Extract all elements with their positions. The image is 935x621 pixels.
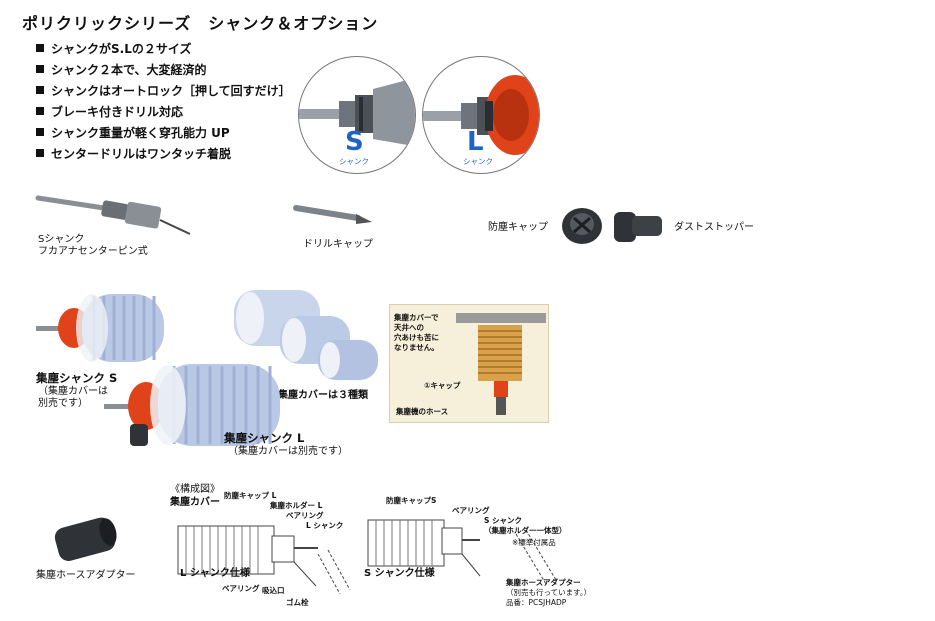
s-shank-badge: S シャンク — [298, 56, 416, 174]
diagram-l-caption: L シャンク仕様 — [180, 568, 250, 579]
diagram-s-bearing-label: ベアリング — [452, 506, 490, 515]
s-shank-type-label: フカアナセンターピン式 — [38, 246, 148, 257]
bullet-square-icon — [36, 149, 44, 157]
feature-item: シャンク重量が軽く穿孔能力 UP — [36, 124, 291, 145]
diagram-l-bearing-label: ベアリング — [286, 511, 324, 520]
dust-stopper-illustration — [614, 212, 662, 242]
diagram-l-holder-label: 集塵ホルダー L — [270, 501, 323, 510]
s-shank-label: Sシャンク — [38, 234, 85, 245]
l-shank-illustration — [423, 75, 539, 155]
drill-cap-illustration — [293, 205, 372, 224]
diagram-s-part-number: 品番：PCSJHADP — [506, 598, 567, 607]
s-shank-illustration — [299, 78, 415, 147]
diagram-s-shank-sub-label: （集塵ホルダー一体型） — [484, 526, 567, 535]
ceiling-illustration — [456, 313, 546, 415]
panel-cap-label: ①キャップ — [424, 381, 461, 390]
drill-cap-label: ドリルキャップ — [303, 239, 373, 250]
diagram-s-shank-label: S シャンク — [484, 516, 523, 525]
dust-stopper-label: ダストストッパー — [674, 222, 754, 233]
dust-shank-s-illustration — [36, 294, 164, 362]
dust-cap-label: 防塵キャップ — [488, 222, 548, 233]
feature-item: センタードリルはワンタッチ着脱 — [36, 145, 291, 166]
feature-list: シャンクがS.Lの２サイズ シャンク２本で、大変経済的 シャンクはオートロック［… — [36, 40, 291, 166]
diagram-heading: 《構成図》 — [170, 484, 220, 495]
panel-hose-label: 集塵機のホース — [396, 407, 449, 416]
s-shank-pin-illustration — [35, 195, 191, 235]
bullet-square-icon — [36, 107, 44, 115]
dust-cap-illustration — [562, 208, 602, 244]
diagram-s-std-label: ※標準付属品 — [512, 538, 556, 547]
bullet-square-icon — [36, 65, 44, 73]
dust-shank-s-note: （集塵カバーは — [38, 386, 108, 397]
s-letter: S — [345, 127, 364, 157]
feature-item: ブレーキ付きドリル対応 — [36, 103, 291, 124]
diagram-l-cover-label: 集塵カバー — [170, 497, 220, 508]
feature-item: シャンクはオートロック［押して回すだけ］ — [36, 82, 291, 103]
l-shank-diagram — [177, 525, 351, 595]
diagram-s-adapter-note: （別売も行っています。） — [506, 588, 592, 597]
s-shank-diagram — [367, 519, 557, 585]
hose-adapter-label: 集塵ホースアダプター — [36, 570, 136, 581]
s-caption: シャンク — [339, 157, 369, 166]
diagram-s-caption: S シャンク仕様 — [364, 568, 435, 579]
panel-text: なりません。 — [394, 343, 439, 352]
panel-text: 天井への — [394, 323, 424, 332]
feature-item: シャンク２本で、大変経済的 — [36, 61, 291, 82]
diagram-l-plug-label: ゴム栓 — [286, 598, 309, 607]
dust-covers-illustration — [234, 290, 378, 380]
hose-adapter-illustration — [54, 517, 117, 561]
diagram-l-dustcap-label: 防塵キャップ L — [224, 491, 277, 500]
panel-text: 集塵カバーで — [394, 313, 439, 322]
diagram-l-shank-label: L シャンク — [306, 521, 344, 530]
l-shank-badge: L シャンク — [422, 56, 540, 174]
bullet-square-icon — [36, 128, 44, 136]
dust-shank-l-title: 集塵シャンク L — [224, 431, 305, 445]
diagram-s-dustcap-label: 防塵キャップS — [386, 496, 437, 505]
l-caption: シャンク — [463, 157, 493, 166]
dust-shank-s-title: 集塵シャンク S — [36, 371, 118, 385]
dust-shank-s-note: 別売です） — [38, 398, 88, 409]
panel-text: 穴あけも苦に — [394, 333, 439, 342]
ceiling-usage-panel: 集塵カバーで 天井への 穴あけも苦に なりません。 ①キャップ 集塵機のホース — [389, 304, 549, 423]
bullet-square-icon — [36, 86, 44, 94]
dust-shank-l-illustration — [104, 364, 280, 446]
dust-shank-l-note: （集塵カバーは別売です） — [228, 446, 348, 457]
diagram-s-adapter-label: 集塵ホースアダプター — [506, 578, 581, 587]
diagram-l-bearing-bottom-label: ベアリング — [222, 584, 260, 593]
dust-covers-label: 集塵カバーは３種類 — [278, 390, 368, 401]
page-title: ポリクリックシリーズ シャンク＆オプション — [22, 14, 379, 33]
diagram-l-port-label: 吸込口 — [262, 586, 285, 595]
feature-item: シャンクがS.Lの２サイズ — [36, 40, 291, 61]
bullet-square-icon — [36, 44, 44, 52]
l-letter: L — [467, 127, 484, 157]
